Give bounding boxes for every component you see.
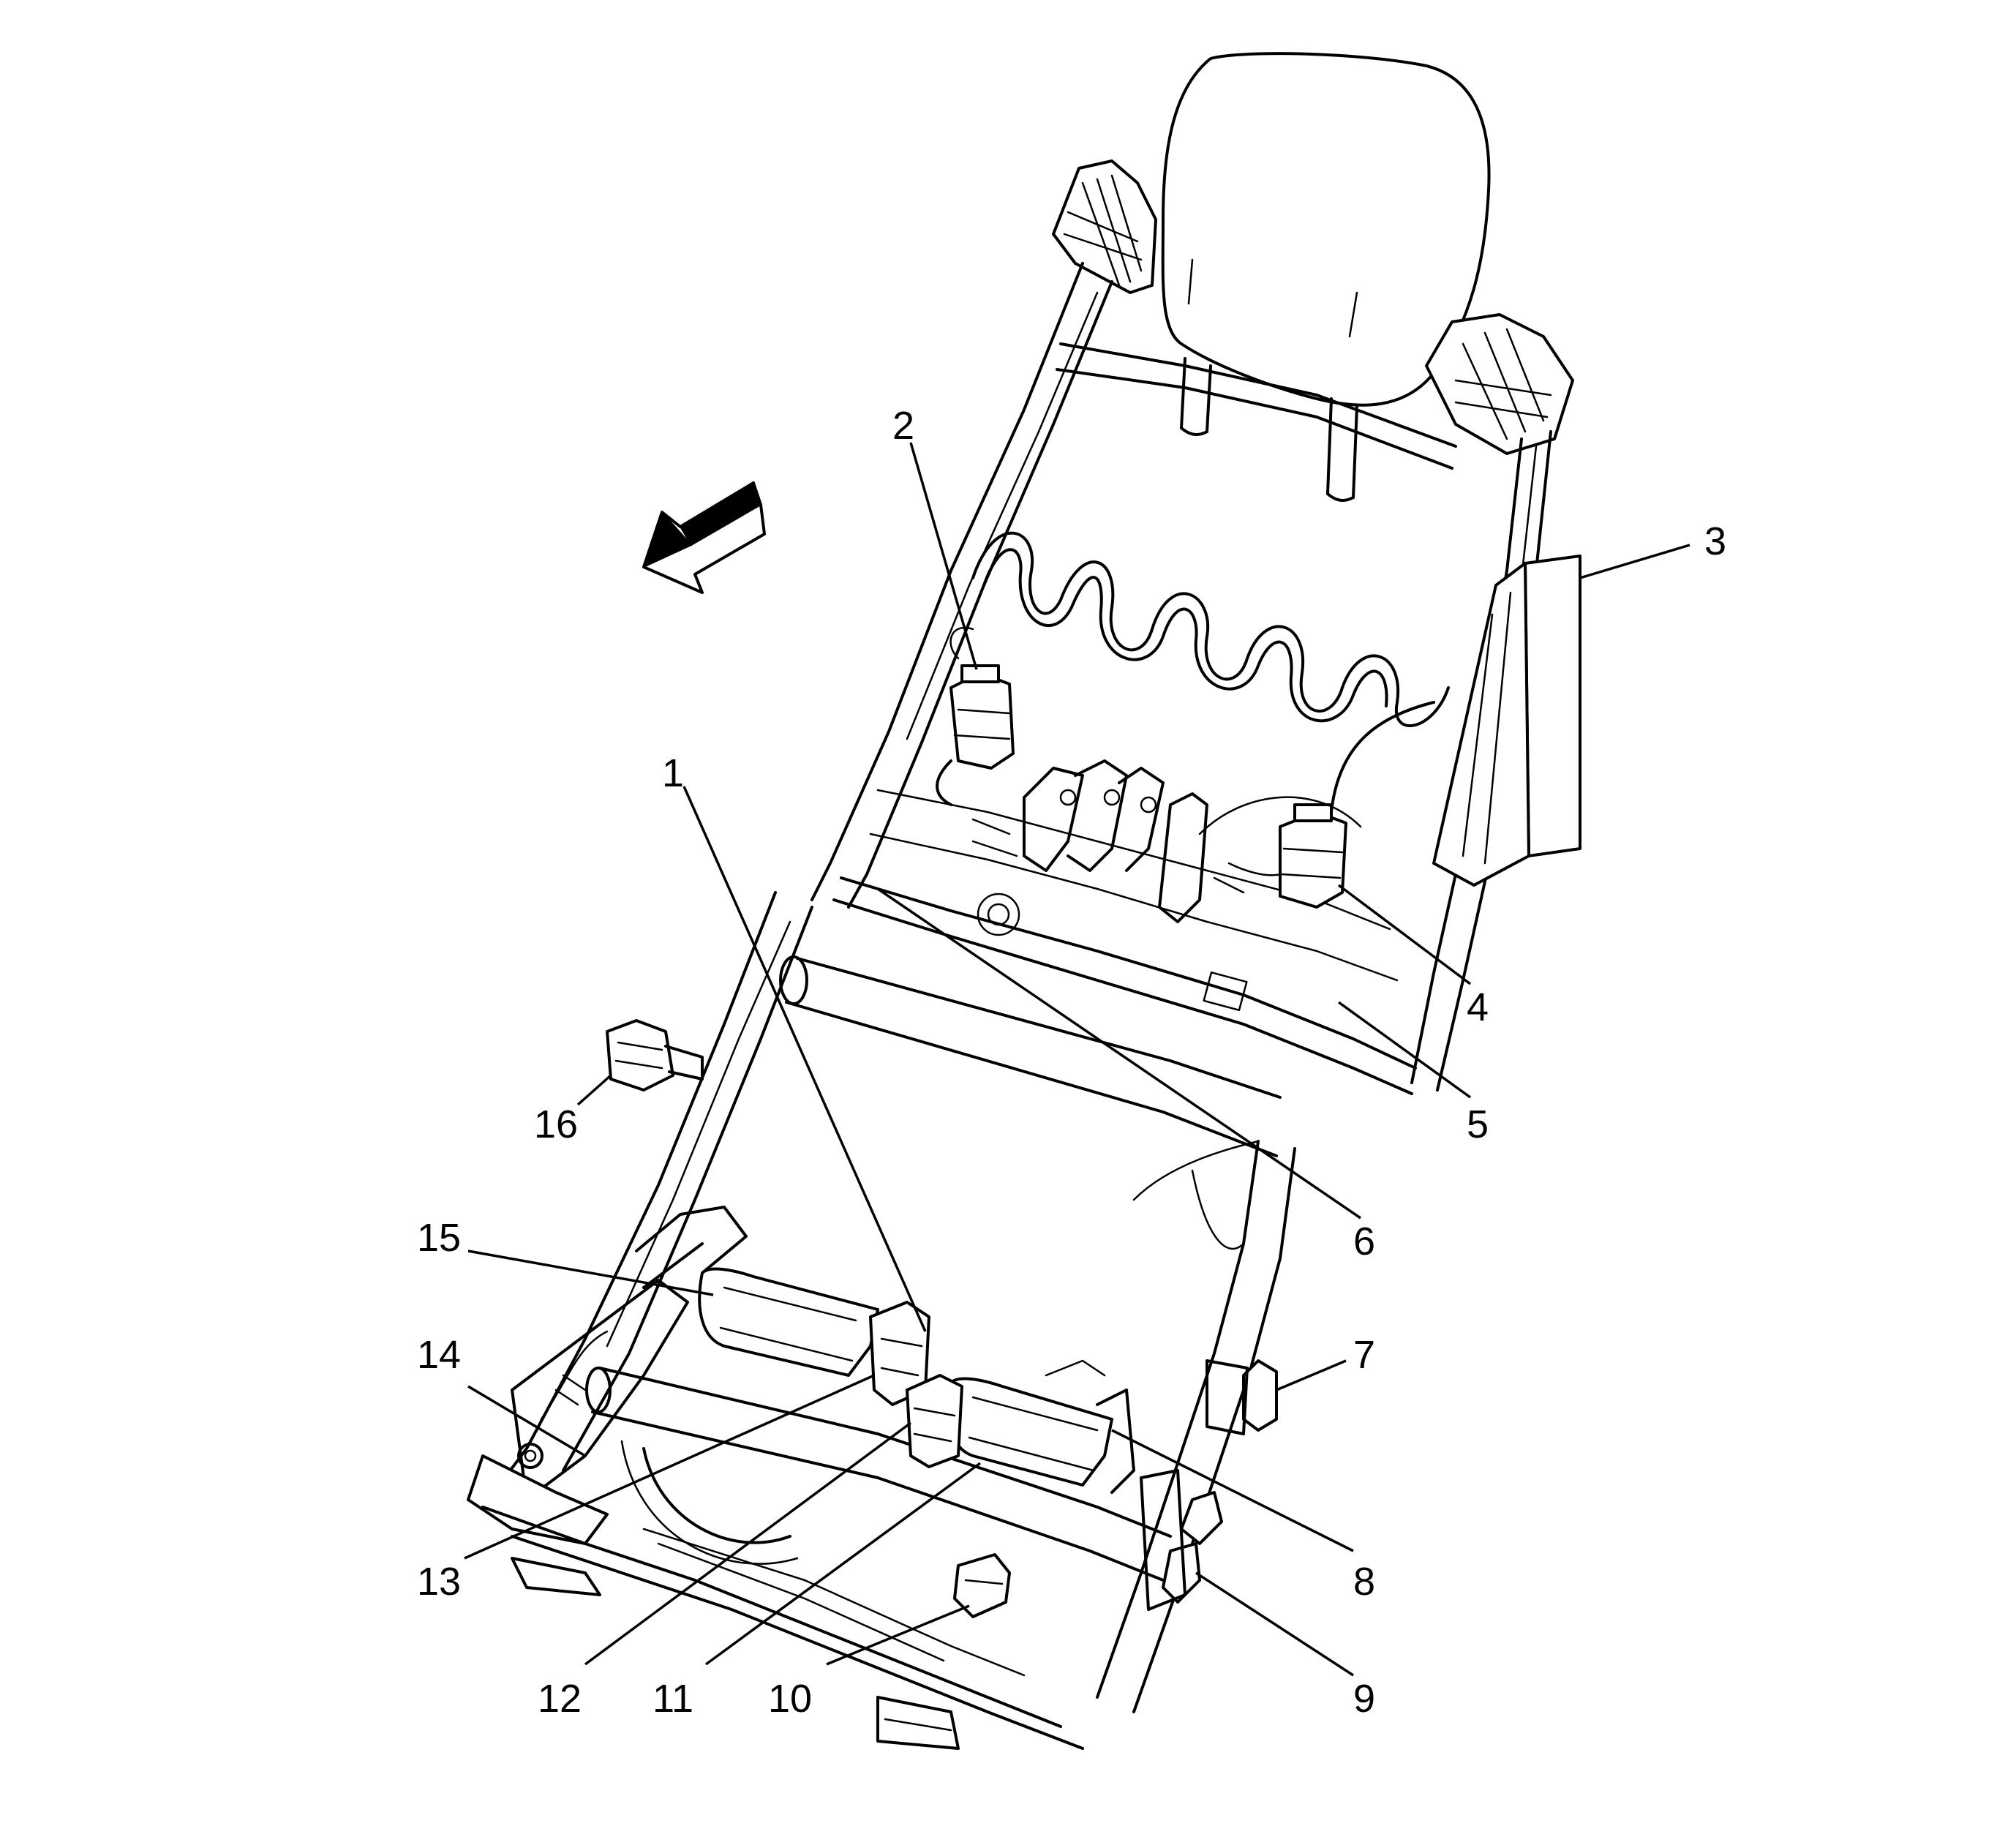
callout-1: 1 [662,751,684,795]
connector-clips [971,759,1362,923]
headrest [1161,52,1491,502]
callout-labels: 1 2 3 4 5 6 7 8 9 10 11 12 13 14 15 16 [417,404,1726,1721]
seat-cushion-frame [467,891,1296,1750]
callout-12: 12 [538,1677,582,1721]
left-mechanism [517,1206,930,1469]
callout-7: 7 [1353,1333,1375,1377]
front-arrow-icon [642,481,766,594]
callout-10: 10 [768,1677,812,1721]
callout-5: 5 [1467,1102,1489,1146]
callout-15: 15 [417,1216,461,1260]
callout-4: 4 [1467,985,1489,1029]
callout-6: 6 [1353,1220,1375,1263]
side-airbag-module [1432,555,1581,887]
right-side-controls [953,1359,1278,1618]
callout-3: 3 [1704,519,1726,563]
callout-13: 13 [417,1560,461,1604]
callout-2: 2 [892,404,914,448]
right-mechanism [906,1359,1135,1494]
leader-lines [464,442,1690,1677]
seatback-frame [810,159,1574,1095]
callout-9: 9 [1353,1677,1375,1721]
callout-16: 16 [534,1102,578,1146]
callout-8: 8 [1353,1560,1375,1604]
callout-11: 11 [652,1677,693,1721]
sinuous-spring [971,531,1450,727]
lumbar-motor-lower [1227,701,1435,909]
lumbar-motor-upper [936,626,1015,806]
recline-knob [606,1019,704,1092]
callout-14: 14 [417,1333,461,1377]
